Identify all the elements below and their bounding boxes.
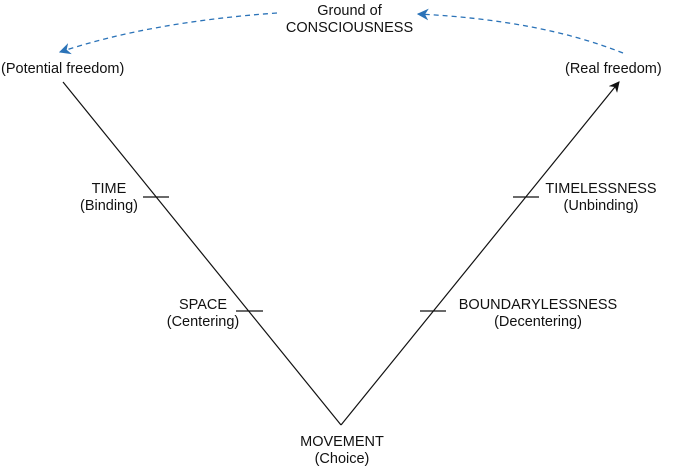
timelessness-line1: TIMELESSNESS: [545, 181, 657, 197]
space-label: SPACE (Centering): [162, 297, 244, 331]
space-line2: (Centering): [166, 314, 240, 330]
left-descending-line: [62, 81, 342, 426]
movement-label: MOVEMENT (Choice): [287, 434, 397, 468]
timelessness-label: TIMELESSNESS (Unbinding): [545, 181, 657, 215]
ground-line1: Ground of: [317, 3, 382, 19]
ground-line2: CONSCIOUSNESS: [285, 20, 414, 36]
time-line1: TIME: [91, 181, 127, 197]
real-freedom-label: (Real freedom): [565, 61, 662, 77]
space-line1: SPACE: [178, 297, 228, 313]
right-ascending-line: [340, 81, 620, 426]
dashed-arrow-to-potential-freedom: [58, 12, 278, 55]
boundarylessness-line2: (Decentering): [494, 314, 582, 330]
ground-of-consciousness-label: Ground of CONSCIOUSNESS: [277, 3, 422, 37]
potential-freedom-label: (Potential freedom): [1, 61, 125, 77]
movement-line2: (Choice): [314, 451, 370, 467]
movement-line1: MOVEMENT: [300, 434, 384, 450]
time-line2: (Binding): [79, 198, 139, 214]
timelessness-line2: (Unbinding): [563, 198, 639, 214]
boundarylessness-label: BOUNDARYLESSNESS (Decentering): [450, 297, 626, 331]
dashed-arrow-to-ground: [416, 8, 624, 54]
boundarylessness-line1: BOUNDARYLESSNESS: [458, 297, 618, 313]
time-label: TIME (Binding): [73, 181, 145, 215]
